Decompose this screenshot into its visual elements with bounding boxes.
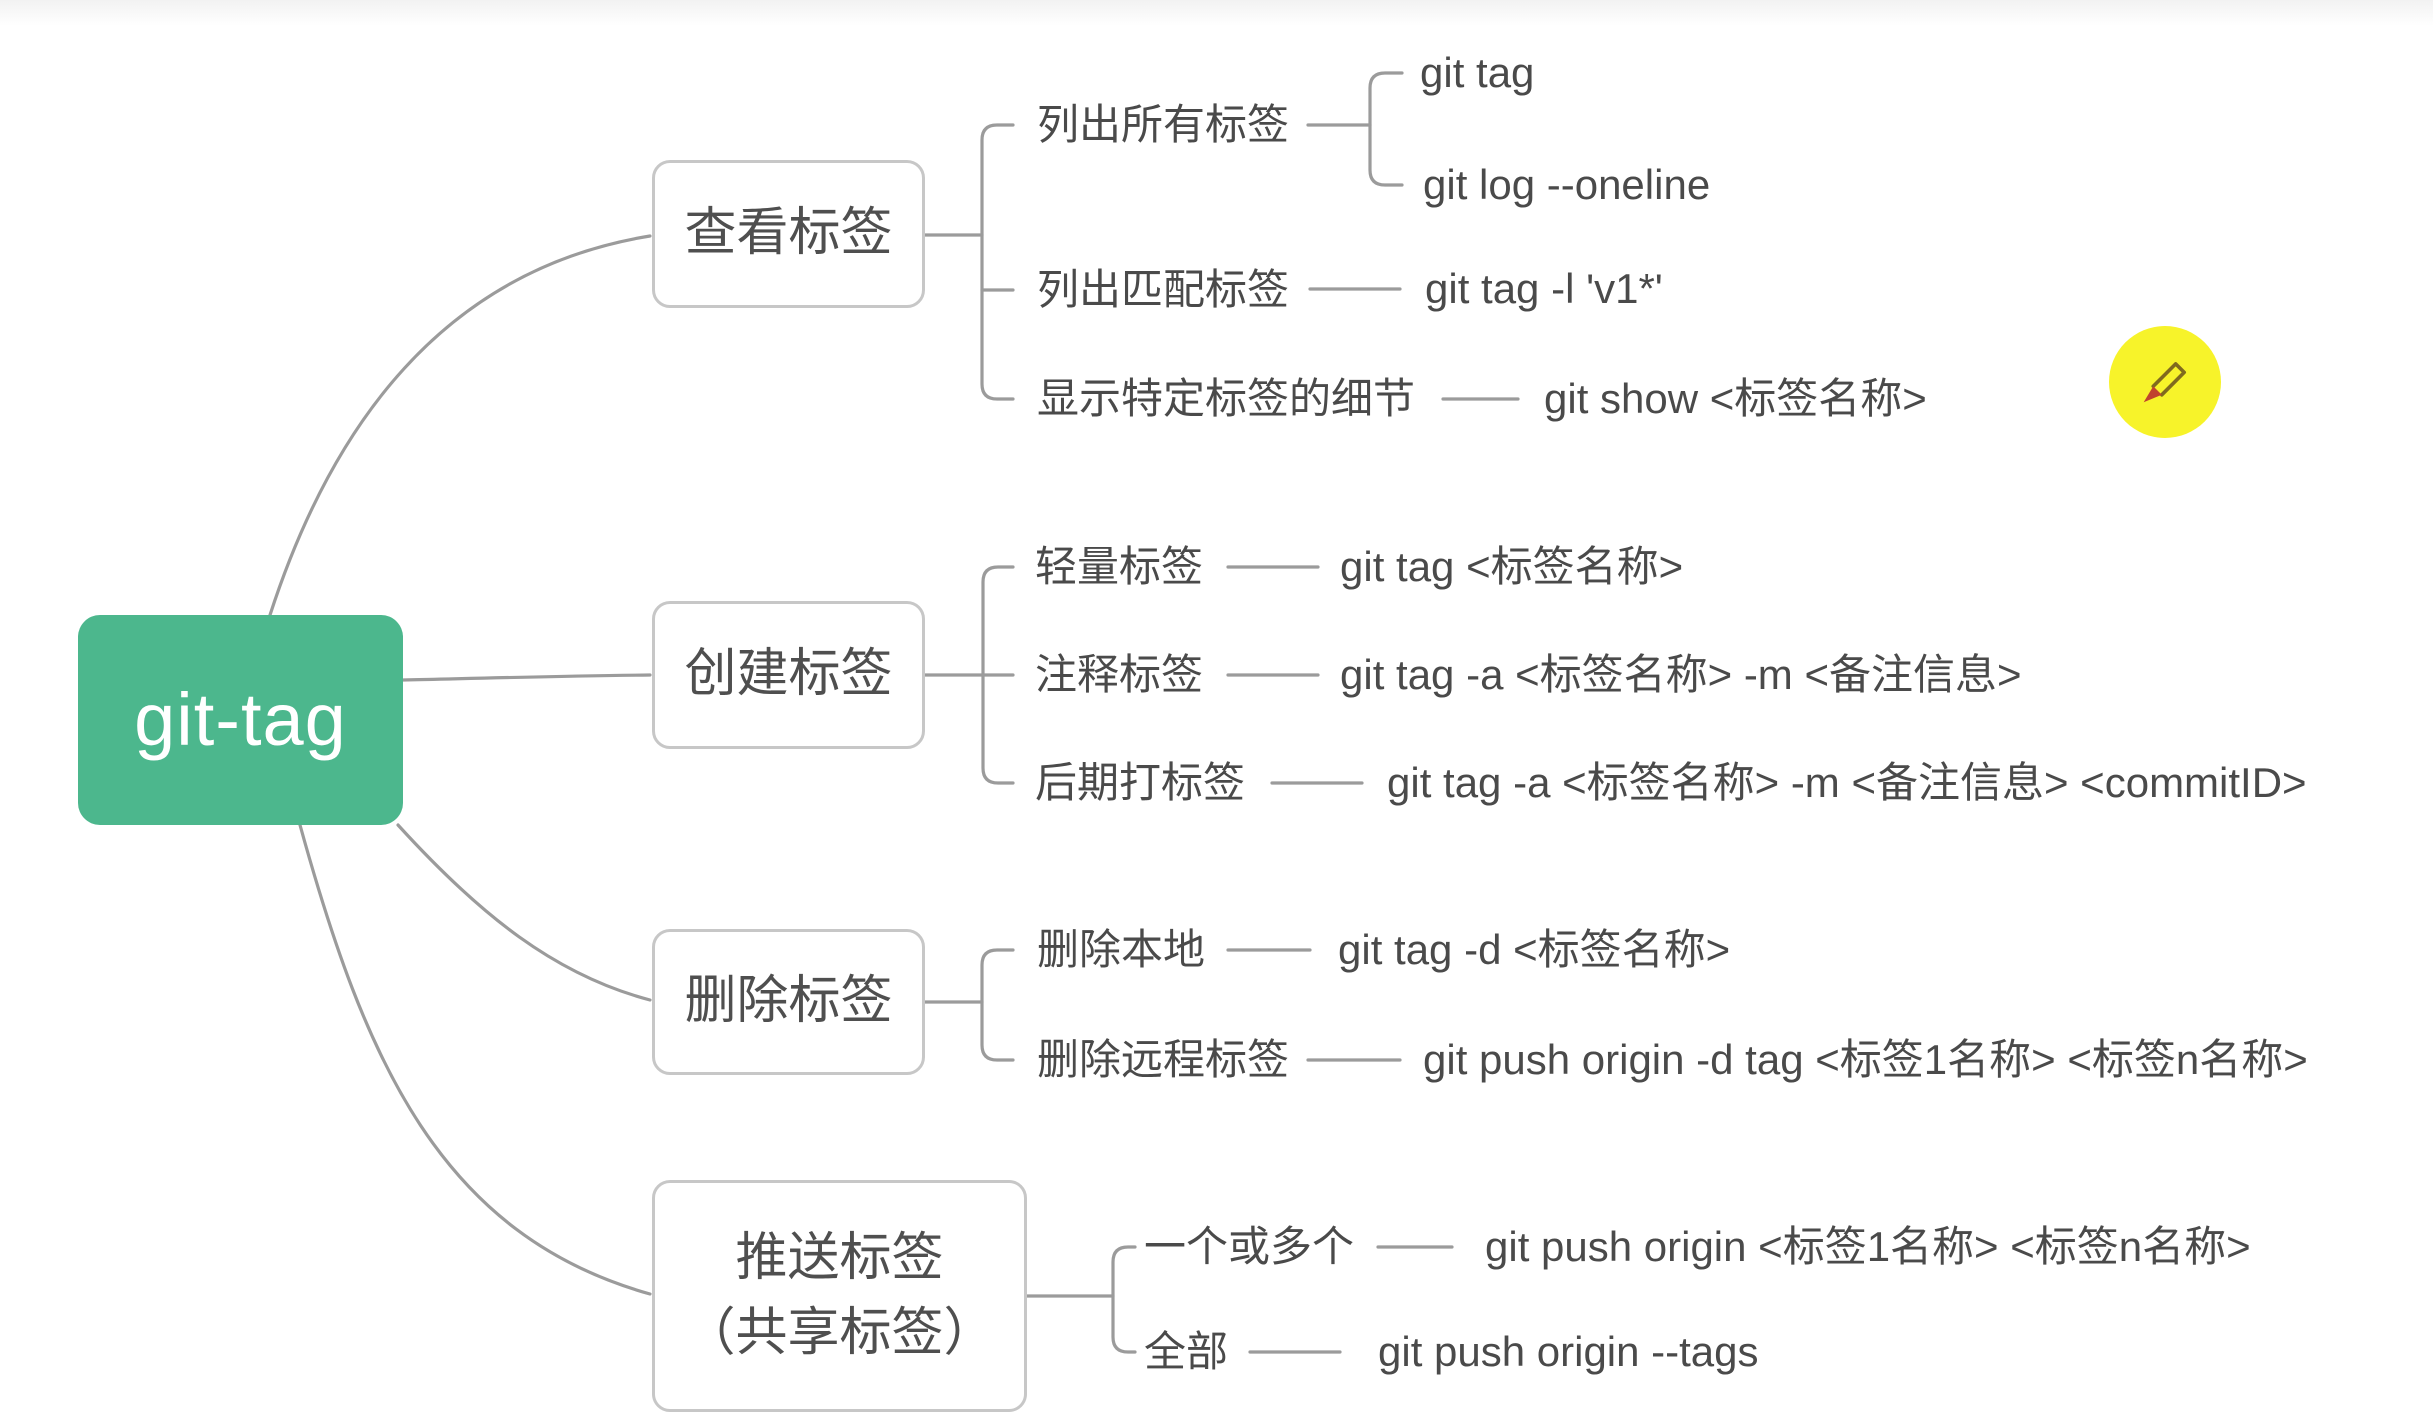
cmd-git-tag[interactable]: git tag <box>1420 49 1535 96</box>
cmd-git-push-all-tags[interactable]: git push origin --tags <box>1378 1328 1759 1375</box>
topic-one-or-more[interactable]: 一个或多个 <box>1144 1223 1355 1270</box>
topic-annotated-tag[interactable]: 注释标签 <box>1035 651 1204 698</box>
cmd-git-log-oneline[interactable]: git log --oneline <box>1423 161 1711 208</box>
cmd-git-tag-a-m-commitid[interactable]: git tag -a <标签名称> -m <备注信息> <commitID> <box>1387 759 2307 806</box>
branch-label: 查看标签 <box>684 204 893 263</box>
topic-show-tag-detail[interactable]: 显示特定标签的细节 <box>1037 375 1416 422</box>
cmd-git-tag-a-m[interactable]: git tag -a <标签名称> -m <备注信息> <box>1340 651 2022 698</box>
cmd-git-push-tag-names[interactable]: git push origin <标签1名称> <标签n名称> <box>1485 1223 2251 1270</box>
branch-node-view-tags[interactable]: 查看标签 <box>652 160 925 308</box>
topic-list-all-tags[interactable]: 列出所有标签 <box>1037 101 1290 148</box>
branch-node-push-tags[interactable]: 推送标签 （共享标签） <box>652 1180 1027 1412</box>
topic-delete-local[interactable]: 删除本地 <box>1037 926 1206 973</box>
topic-lightweight-tag[interactable]: 轻量标签 <box>1035 543 1204 590</box>
root-node-git-tag[interactable]: git-tag <box>78 615 403 825</box>
pencil-icon <box>2143 362 2187 403</box>
topic-delete-remote[interactable]: 删除远程标签 <box>1037 1036 1290 1083</box>
pencil-cursor-marker <box>2109 326 2221 438</box>
cmd-git-show-tag[interactable]: git show <标签名称> <box>1544 375 1927 422</box>
branch-node-delete-tags[interactable]: 删除标签 <box>652 929 925 1075</box>
cmd-git-tag-d[interactable]: git tag -d <标签名称> <box>1338 926 1731 973</box>
topic-late-tag[interactable]: 后期打标签 <box>1035 759 1246 806</box>
cmd-git-tag-l-v1[interactable]: git tag -l 'v1*' <box>1425 265 1663 312</box>
topic-list-match-tags[interactable]: 列出匹配标签 <box>1037 266 1290 313</box>
cmd-git-tag-name[interactable]: git tag <标签名称> <box>1340 543 1684 590</box>
root-label: git-tag <box>134 678 347 762</box>
branch-label: 删除标签 <box>684 972 893 1031</box>
branch-label: 创建标签 <box>684 645 893 704</box>
cmd-git-push-delete-tag[interactable]: git push origin -d tag <标签1名称> <标签n名称> <box>1423 1036 2308 1083</box>
branch-label-line1: 推送标签 <box>735 1228 944 1287</box>
branch-node-create-tags[interactable]: 创建标签 <box>652 601 925 749</box>
branch-label-line2: （共享标签） <box>683 1304 996 1362</box>
topic-all[interactable]: 全部 <box>1144 1328 1229 1375</box>
